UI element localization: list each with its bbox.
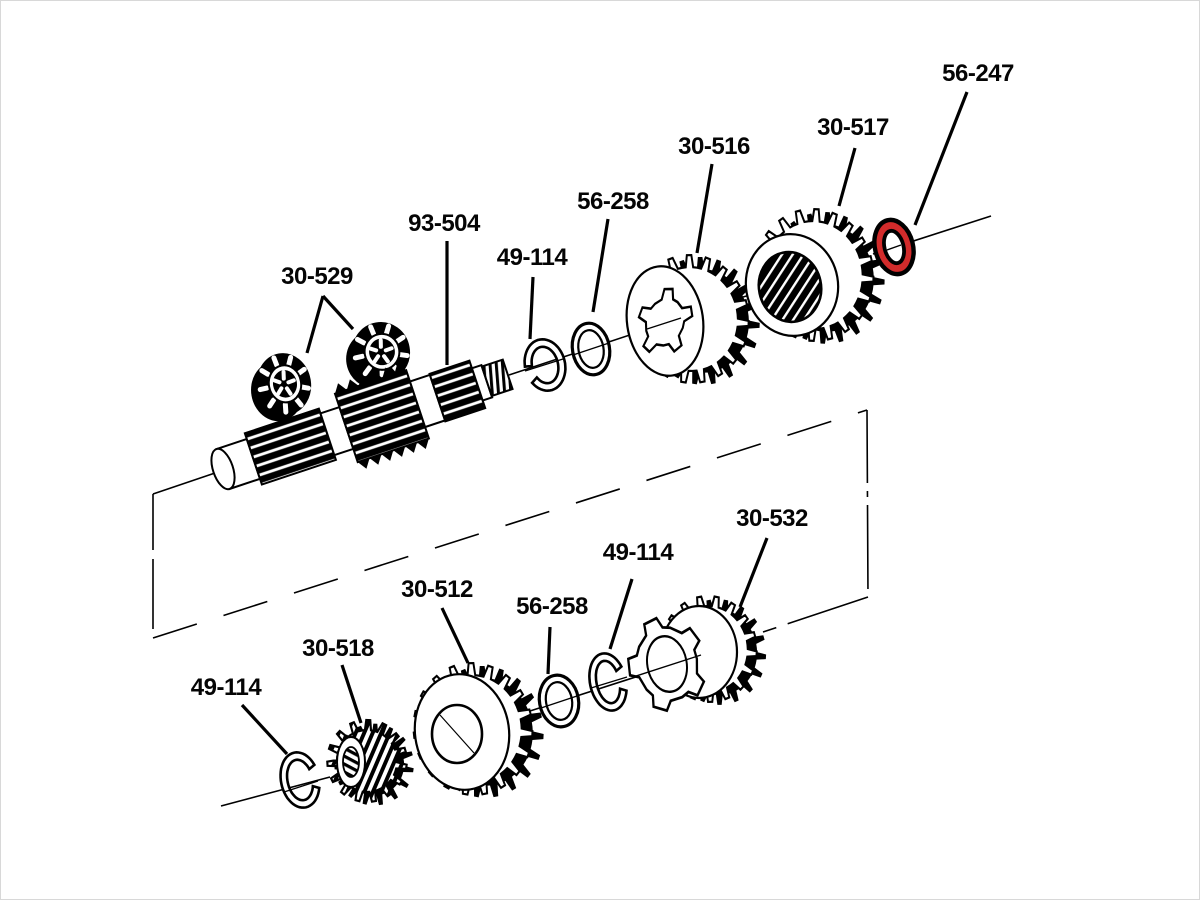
snap-ring-56-258-lower: [537, 673, 581, 729]
part-label-30-532: 30-532: [736, 505, 808, 532]
part-label-49-114-lower-right: 49-114: [602, 539, 674, 566]
gear-30-512: [412, 661, 544, 798]
part-label-49-114-upper: 49-114: [496, 244, 568, 271]
part-label-93-504: 93-504: [408, 210, 480, 237]
part-label-30-518: 30-518: [302, 635, 374, 662]
axis-line-overlays: [283, 244, 902, 793]
part-label-30-516: 30-516: [678, 133, 750, 160]
label-leader-lines: [240, 91, 969, 756]
spring-washer-49-114-upper: [523, 337, 567, 393]
gear-30-532: [626, 595, 767, 713]
part-label-56-258-upper: 56-258: [577, 188, 649, 215]
shaft-plane-dashed-outline: [152, 409, 869, 639]
highlighted-seal-ring-56-247: [872, 217, 916, 277]
mainshaft-93-504: [210, 358, 514, 491]
retaining-ring-49-114-lower-left: [279, 751, 321, 809]
gear-30-516: [625, 254, 760, 385]
part-label-30-529: 30-529: [281, 263, 353, 290]
part-label-30-517: 30-517: [817, 114, 889, 141]
part-label-56-258-lower: 56-258: [516, 593, 588, 620]
gear-30-517: [744, 207, 885, 344]
retaining-ring-49-114-lower-right: [588, 652, 628, 712]
gear-30-518: [326, 718, 414, 806]
part-label-30-512: 30-512: [401, 576, 473, 603]
part-label-56-247: 56-247: [942, 60, 1014, 87]
part-label-49-114-lower-left: 49-114: [190, 674, 262, 701]
